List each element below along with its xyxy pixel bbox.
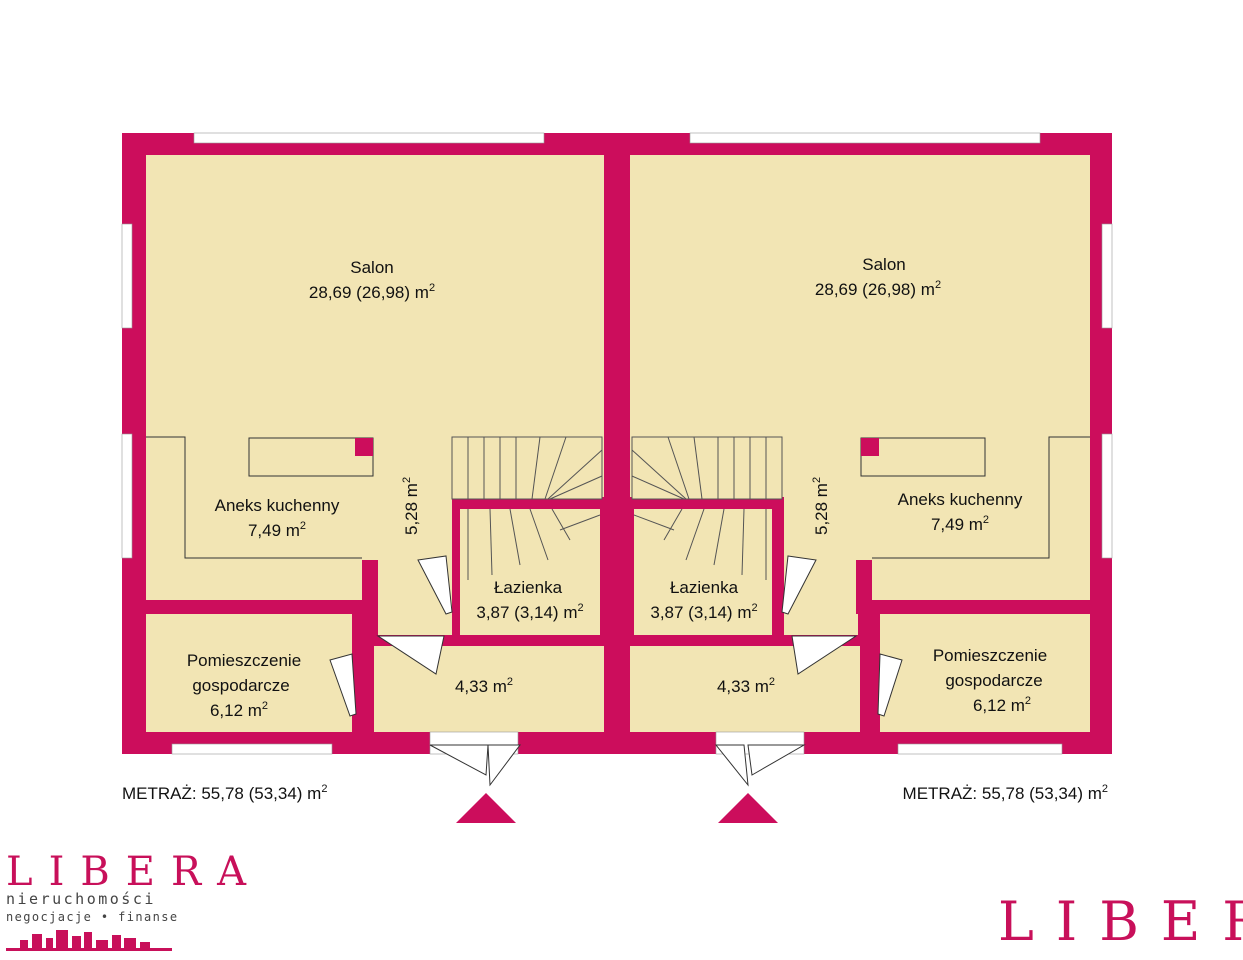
right-staircase (631, 436, 783, 580)
libera-logo-right: LIBERA (998, 890, 1243, 953)
left-bathroom-area: 3,87 (3,14) m2 (476, 602, 583, 622)
right-hall-area: 4,33 m2 (717, 676, 775, 696)
right-entrance-arrow (718, 793, 778, 823)
left-bathroom-name: Łazienka (494, 578, 563, 597)
logo-left-line1: nieruchomości (6, 890, 156, 908)
doors (329, 555, 903, 787)
skyline-icon (6, 930, 172, 951)
left-dimension-label: 5,28 m2 (401, 477, 421, 535)
right-dimension-label: 5,28 m2 (811, 477, 831, 535)
kitchen-counters (146, 436, 1090, 559)
left-hall-area: 4,33 m2 (455, 676, 513, 696)
right-utility-area: 6,12 m2 (973, 695, 1031, 715)
right-chimney (861, 438, 879, 456)
left-salon-name: Salon (350, 258, 393, 277)
left-utility-area: 6,12 m2 (210, 700, 268, 720)
left-utility-line1: Pomieszczenie (187, 651, 301, 670)
logo-left-brand: LIBERA (6, 849, 262, 895)
right-utility-line2: gospodarcze (945, 671, 1042, 690)
left-kitchen-name: Aneks kuchenny (215, 496, 340, 515)
left-total-area: METRAŻ: 55,78 (53,34) m2 (122, 783, 327, 803)
left-salon-area: 28,69 (26,98) m2 (309, 282, 435, 302)
right-salon-name: Salon (862, 255, 905, 274)
left-kitchen-area: 7,49 m2 (248, 520, 306, 540)
right-bathroom-name: Łazienka (670, 578, 739, 597)
right-kitchen-area: 7,49 m2 (931, 514, 989, 534)
left-entrance-arrow (456, 793, 516, 823)
left-utility-line2: gospodarcze (192, 676, 289, 695)
libera-logo-left: LIBERA nieruchomości negocjacje • finans… (6, 849, 262, 951)
logo-left-line2: negocjacje • finanse (6, 910, 179, 924)
left-chimney (355, 438, 373, 456)
right-salon-area: 28,69 (26,98) m2 (815, 279, 941, 299)
right-total-area: METRAŻ: 55,78 (53,34) m2 (903, 783, 1108, 803)
left-staircase (451, 436, 603, 580)
right-utility-line1: Pomieszczenie (933, 646, 1047, 665)
right-kitchen-name: Aneks kuchenny (898, 490, 1023, 509)
left-unit-inner-walls (146, 155, 630, 754)
right-bathroom-area: 3,87 (3,14) m2 (650, 602, 757, 622)
